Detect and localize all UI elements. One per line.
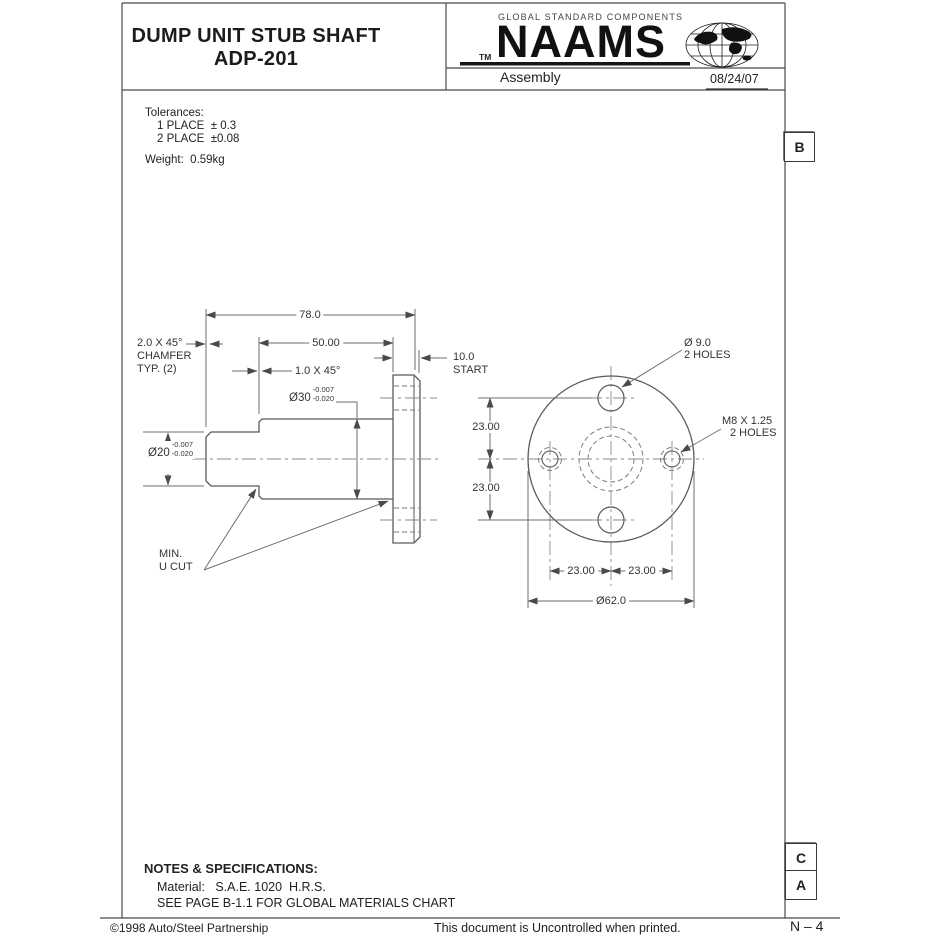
- dia20-value: Ø20: [148, 447, 170, 459]
- brand-underline: [460, 62, 690, 66]
- dim-flange-diameter: Ø62.0: [593, 595, 629, 607]
- center-lines: [192, 366, 704, 586]
- thread-callout-line1: M8 X 1.25: [722, 415, 773, 427]
- ucut-label-line2: U CUT: [159, 561, 193, 573]
- dia30-value: Ø30: [289, 392, 311, 404]
- dia30-tol-upper: -0.007: [312, 385, 335, 394]
- notes-see-page: SEE PAGE B-1.1 FOR GLOBAL MATERIALS CHAR…: [157, 896, 456, 910]
- notes-material: Material: S.A.E. 1020 H.R.S.: [157, 880, 326, 894]
- hole-callout-line1: Ø 9.0: [684, 337, 711, 349]
- thread-callout-line2: 2 HOLES: [730, 427, 777, 439]
- revision-date: 08/24/07: [710, 72, 759, 86]
- globe-icon: [685, 22, 759, 68]
- weight-label: Weight: 0.59kg: [145, 154, 225, 166]
- sheet-title-line2: ADP-201: [213, 48, 299, 70]
- brand-tagline: GLOBAL STANDARD COMPONENTS: [498, 12, 684, 22]
- footer-disclaimer: This document is Uncontrolled when print…: [434, 921, 681, 935]
- dim-overall-length: 78.0: [296, 309, 324, 321]
- front-view-outline: [527, 375, 695, 543]
- hole-callout-line2: 2 HOLES: [684, 349, 731, 361]
- dia30-dimension: Ø30 -0.007 -0.020: [287, 385, 337, 404]
- ucut-label-line1: MIN.: [159, 548, 183, 560]
- dia20-tol-upper: -0.007: [171, 440, 194, 449]
- tolerance-1place: 1 PLACE ± 0.3: [157, 120, 237, 132]
- dim-flange-note: START: [453, 364, 489, 376]
- sheet-title-line1: DUMP UNIT STUB SHAFT: [131, 25, 381, 47]
- assembly-label: Assembly: [500, 69, 561, 85]
- dim-bolt-horizontal-right: 23.00: [625, 565, 659, 577]
- zone-label-b: B: [784, 132, 815, 162]
- dim-bolt-horizontal-left: 23.00: [564, 565, 598, 577]
- tolerances-heading: Tolerances:: [145, 107, 204, 119]
- chamfer2-label-line2: CHAMFER: [137, 350, 192, 362]
- brand-tm: TM: [479, 52, 492, 62]
- chamfer1-label: 1.0 X 45°: [295, 365, 341, 377]
- notes-heading: NOTES & SPECIFICATIONS:: [144, 861, 318, 876]
- dia30-tol-lower: -0.020: [312, 393, 335, 403]
- dia20-dimension: Ø20 -0.007 -0.020: [146, 440, 196, 459]
- dim-bolt-vertical-lower: 23.00: [469, 482, 503, 494]
- side-view-outline: [205, 374, 421, 544]
- footer-copyright: ©1998 Auto/Steel Partnership: [110, 921, 269, 935]
- zone-label-c: C: [785, 843, 817, 872]
- dim-bolt-vertical-upper: 23.00: [469, 421, 503, 433]
- dia20-tol-lower: -0.020: [171, 448, 194, 458]
- tolerance-2place: 2 PLACE ±0.08: [157, 133, 240, 145]
- dim-flange-thickness: 10.0: [453, 351, 475, 363]
- zone-label-a: A: [785, 870, 817, 900]
- dimension-lines: [143, 309, 722, 608]
- dim-mid-length: 50.00: [309, 337, 343, 349]
- brand-logo: NAAMS: [496, 16, 666, 67]
- chamfer2-label-line3: TYP. (2): [137, 363, 177, 375]
- chamfer2-label-line1: 2.0 X 45°: [137, 337, 183, 349]
- footer-page-ref: N – 4: [790, 918, 824, 934]
